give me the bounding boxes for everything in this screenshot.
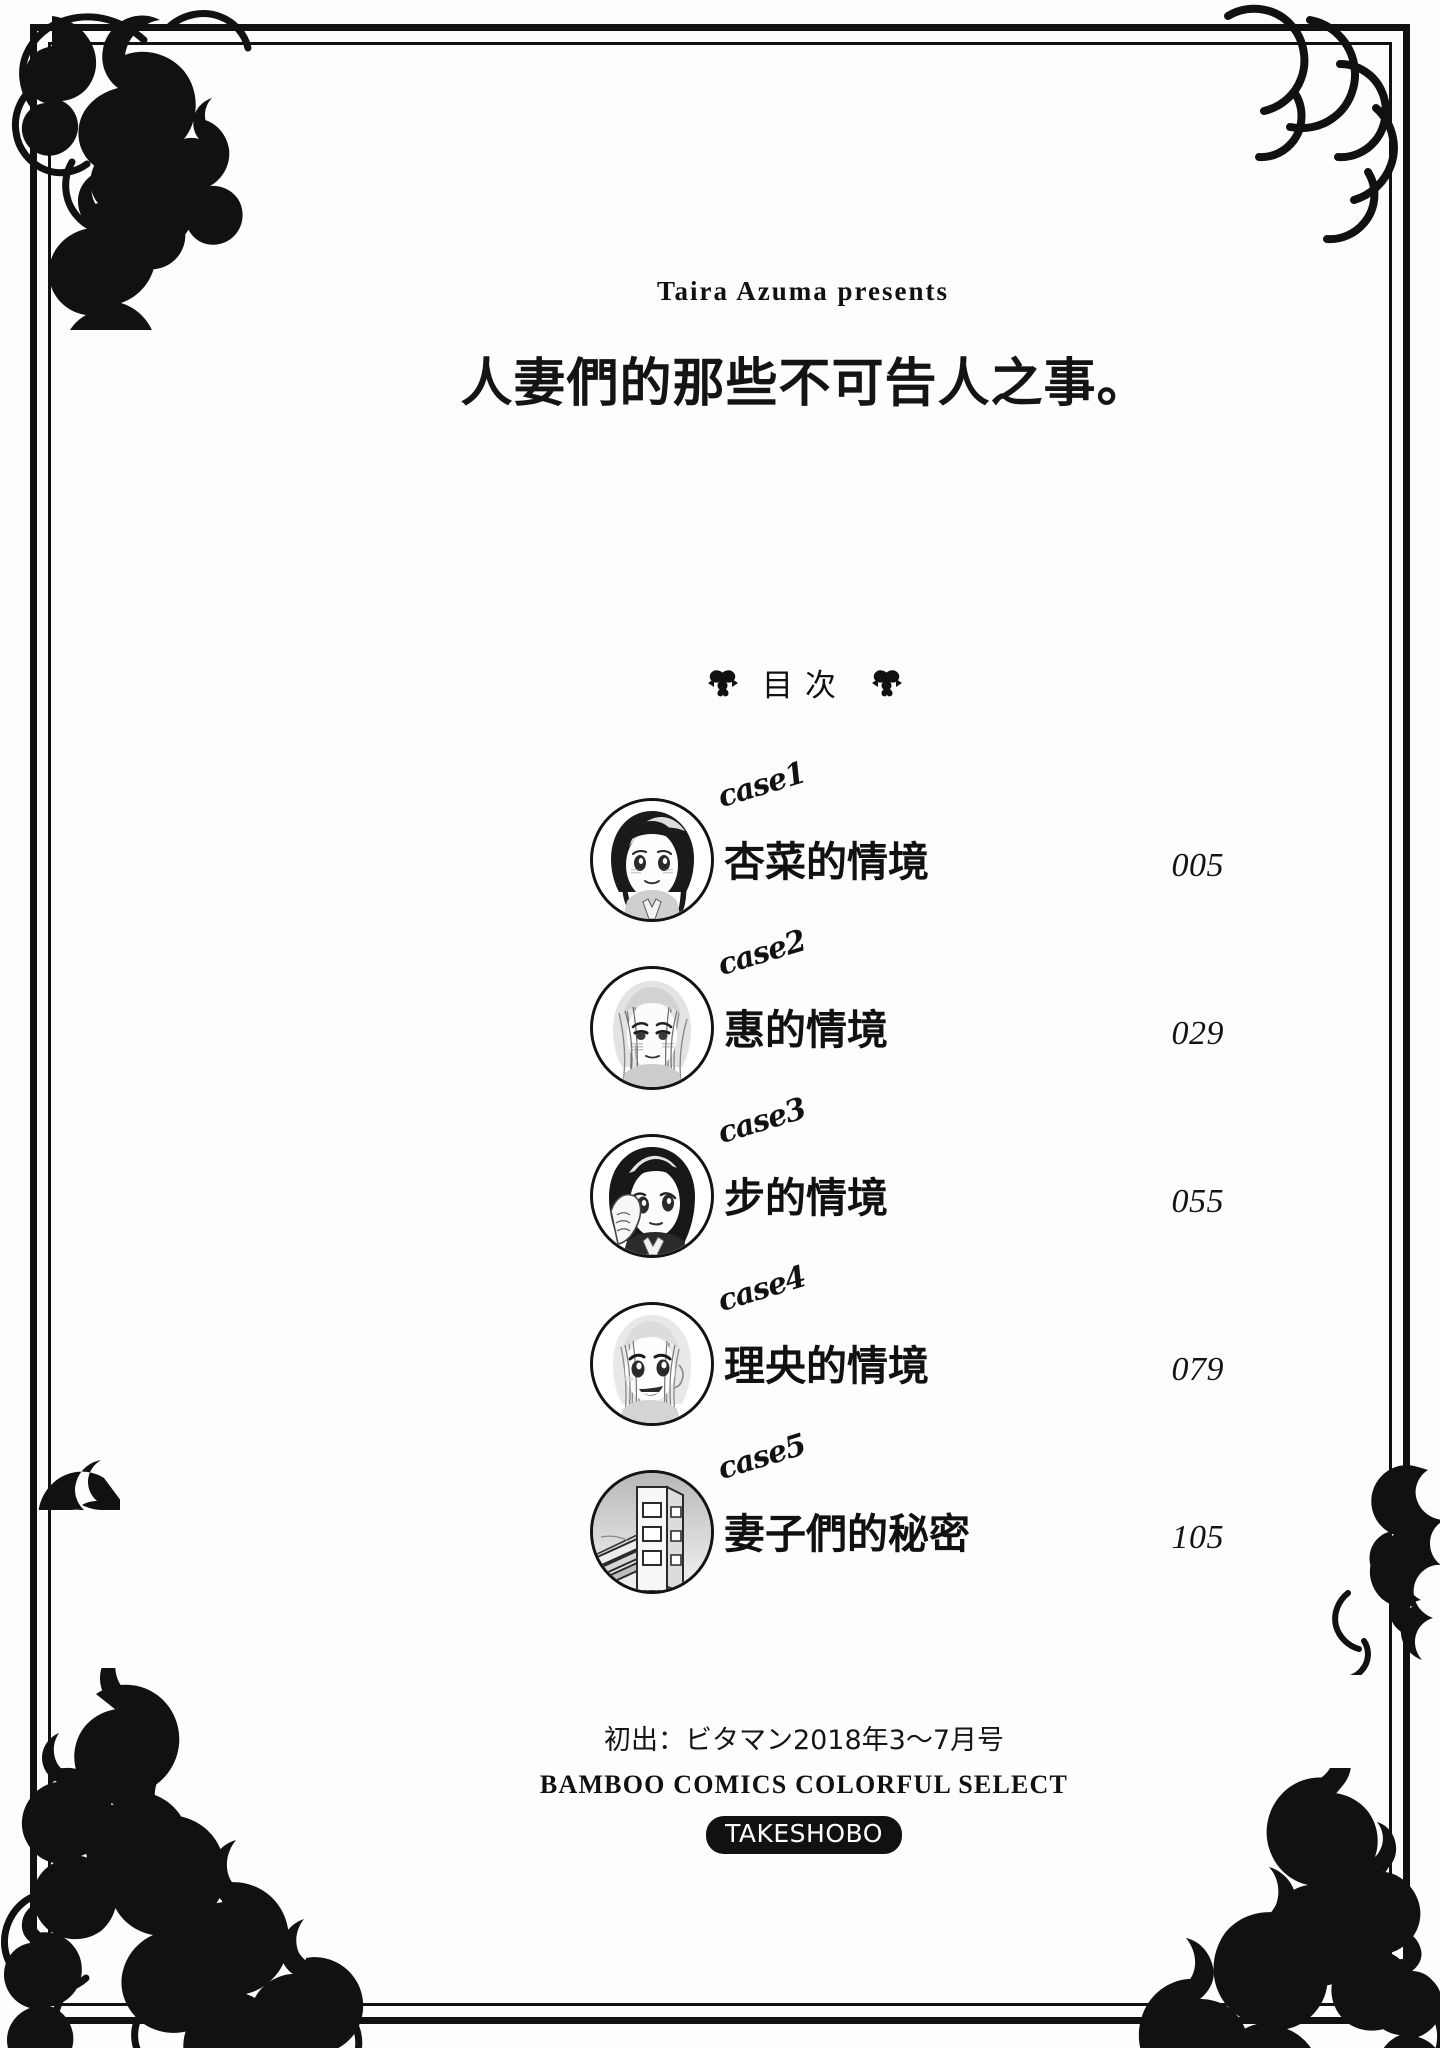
toc-entry[interactable]: case2 惠的情境 029 <box>590 923 1224 1116</box>
case-label: case1 <box>713 755 810 815</box>
avatar <box>590 966 714 1090</box>
entry-title: 杏菜的情境 <box>724 838 929 886</box>
corner-ornament-top-right-icon <box>1190 0 1440 250</box>
author-presents-line: Taira Azuma presents <box>656 276 950 306</box>
toc-list: case1 杏菜的情境 005 <box>590 755 1224 1620</box>
entry-title: 惠的情境 <box>724 1006 888 1054</box>
avatar <box>590 798 714 922</box>
dot-leader <box>939 1364 1162 1380</box>
toc-entry[interactable]: case4 理央的情境 079 <box>590 1259 1224 1452</box>
edge-ornament-left-icon <box>0 1360 120 1510</box>
toc-heading-label: 目次 <box>762 668 848 704</box>
toc-entry[interactable]: case1 杏菜的情境 005 <box>590 755 1224 948</box>
footer-block: 初出：ビタマン2018年3～7月号 BAMBOO COMICS COLORFUL… <box>0 1718 1440 1854</box>
toc-entry[interactable]: case5 妻子們的秘密 105 <box>590 1427 1224 1620</box>
entry-page-number: 005 <box>1171 847 1224 884</box>
entry-title: 妻子們的秘密 <box>724 1510 970 1558</box>
fleuron-left-icon <box>706 668 740 698</box>
dot-leader <box>898 1028 1162 1044</box>
page-title: 人妻們的那些不可告人之事。 <box>460 353 1150 414</box>
entry-title: 理央的情境 <box>724 1342 929 1390</box>
title-block: Taira Azuma presents 人妻們的那些不可告人之事。 <box>0 276 1440 416</box>
avatar <box>590 1134 714 1258</box>
avatar <box>590 1470 714 1594</box>
entry-page-number: 079 <box>1171 1351 1224 1388</box>
toc-entry[interactable]: case3 步的情境 055 <box>590 1091 1224 1284</box>
entry-page-number: 029 <box>1171 1015 1224 1052</box>
first-publication-note: 初出：ビタマン2018年3～7月号 <box>603 1725 1005 1756</box>
dot-leader <box>898 1196 1162 1212</box>
edge-ornament-right-icon <box>1330 1455 1440 1675</box>
imprint-line: BAMBOO COMICS COLORFUL SELECT <box>539 1770 1069 1799</box>
dot-leader <box>980 1532 1162 1548</box>
toc-heading: 目次 <box>0 660 1440 705</box>
fleuron-right-icon <box>870 668 904 698</box>
dot-leader <box>939 860 1162 876</box>
avatar <box>590 1302 714 1426</box>
entry-page-number: 055 <box>1171 1183 1224 1220</box>
publisher-logo: TAKESHOBO <box>706 1816 902 1854</box>
entry-page-number: 105 <box>1171 1519 1224 1556</box>
entry-title: 步的情境 <box>724 1174 888 1222</box>
